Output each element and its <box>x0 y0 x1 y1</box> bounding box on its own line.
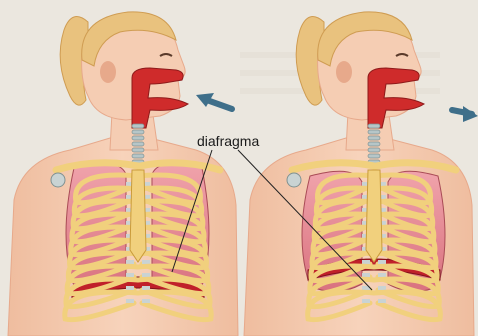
costal-cartilage <box>378 286 386 290</box>
trachea-ring <box>132 142 144 146</box>
airflow-in-arrow-icon <box>196 93 232 109</box>
diafragma-label: diafragma <box>197 133 259 149</box>
sternum <box>366 170 382 262</box>
airflow-out-arrow-icon <box>452 106 478 122</box>
expiration-figure <box>244 12 474 336</box>
trachea-ring <box>368 124 380 128</box>
costal-cartilage <box>142 286 150 290</box>
costal-cartilage <box>362 299 370 303</box>
costal-cartilage <box>126 273 134 277</box>
costal-cartilage <box>378 260 386 264</box>
trachea-ring <box>132 136 144 140</box>
trachea-ring <box>368 130 380 134</box>
trachea-ring <box>368 148 380 152</box>
ear <box>336 61 352 83</box>
ear <box>100 61 116 83</box>
trachea-ring <box>132 124 144 128</box>
trachea-ring <box>368 154 380 158</box>
costal-cartilage <box>378 273 386 277</box>
sternum <box>130 170 146 262</box>
costal-cartilage <box>362 260 370 264</box>
costal-cartilage <box>142 273 150 277</box>
costal-cartilage <box>126 286 134 290</box>
costal-cartilage <box>378 299 386 303</box>
trachea-ring <box>368 142 380 146</box>
costal-cartilage <box>362 273 370 277</box>
costal-cartilage <box>142 260 150 264</box>
trachea-ring <box>132 148 144 152</box>
shoulder-joint <box>287 173 301 187</box>
trachea-ring <box>132 154 144 158</box>
trachea-ring <box>132 130 144 134</box>
inspiration-figure <box>8 12 238 336</box>
costal-cartilage <box>126 299 134 303</box>
costal-cartilage <box>126 260 134 264</box>
shoulder-joint <box>51 173 65 187</box>
costal-cartilage <box>142 299 150 303</box>
trachea-ring <box>368 136 380 140</box>
